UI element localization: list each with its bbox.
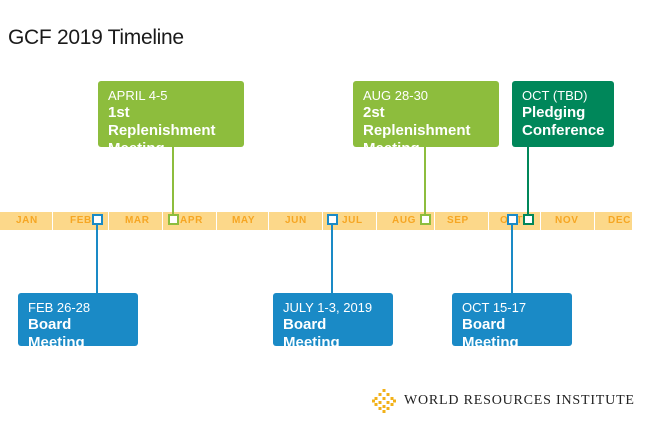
connector-line (511, 224, 513, 294)
month-divider (488, 212, 489, 230)
connector-line (96, 224, 98, 294)
event-date: APRIL 4-5 (108, 88, 168, 103)
footer-logo: WORLD RESOURCES INSTITUTE (372, 388, 635, 414)
month-label-aug: AUG (392, 215, 417, 226)
event-name: Meeting (363, 140, 420, 157)
event-marker (168, 214, 179, 225)
month-label-may: MAY (232, 215, 256, 226)
month-label-mar: MAR (125, 215, 150, 226)
month-divider (322, 212, 323, 230)
month-divider (52, 212, 53, 230)
month-divider (434, 212, 435, 230)
connector-line (331, 224, 333, 294)
month-label-sep: SEP (447, 215, 469, 226)
month-label-apr: APR (180, 215, 203, 226)
month-divider (376, 212, 377, 230)
month-label-feb: FEB (70, 215, 92, 226)
month-label-jan: JAN (16, 215, 38, 226)
event-date: OCT 15-17 (462, 300, 527, 315)
event-name: Board Meeting (283, 316, 340, 351)
event-date: AUG 28-30 (363, 88, 429, 103)
month-divider (540, 212, 541, 230)
event-name: 2st Replenishment (363, 104, 471, 139)
month-divider (594, 212, 595, 230)
connector-line (527, 146, 529, 216)
event-name: 1st Replenishment (108, 104, 216, 139)
event-marker (327, 214, 338, 225)
event-name: Board Meeting (462, 316, 519, 351)
event-card-1st-replenishment: APRIL 4-5 1st Replenishment Meeting (98, 81, 244, 157)
timeline-band (0, 212, 632, 230)
month-divider (162, 212, 163, 230)
event-marker (420, 214, 431, 225)
event-marker (523, 214, 534, 225)
event-marker (92, 214, 103, 225)
event-name: Board Meeting (28, 316, 85, 351)
page-title: GCF 2019 Timeline (8, 26, 184, 49)
month-divider (268, 212, 269, 230)
event-name: Pledging (522, 104, 586, 121)
wri-logo-icon (372, 389, 396, 413)
event-name: Meeting (108, 140, 165, 157)
connector-line (424, 146, 426, 216)
footer-org-name: WORLD RESOURCES INSTITUTE (404, 393, 635, 408)
event-date: OCT (TBD) (522, 88, 588, 103)
event-card-board-meeting-jul: JULY 1-3, 2019 Board Meeting (273, 293, 393, 351)
month-divider (108, 212, 109, 230)
event-card-pledging-conference: OCT (TBD) Pledging Conference (512, 81, 614, 147)
event-date: FEB 26-28 (28, 300, 91, 315)
month-label-jul: JUL (342, 215, 363, 226)
month-label-jun: JUN (285, 215, 307, 226)
connector-line (172, 146, 174, 216)
event-date: JULY 1-3, 2019 (283, 300, 373, 315)
event-card-board-meeting-oct: OCT 15-17 Board Meeting (452, 293, 572, 351)
month-label-nov: NOV (555, 215, 579, 226)
event-card-2st-replenishment: AUG 28-30 2st Replenishment Meeting (353, 81, 499, 157)
month-divider (216, 212, 217, 230)
month-label-dec: DEC (608, 215, 631, 226)
event-card-board-meeting-feb: FEB 26-28 Board Meeting (18, 293, 138, 351)
event-name: Conference (522, 122, 605, 139)
event-marker (507, 214, 518, 225)
